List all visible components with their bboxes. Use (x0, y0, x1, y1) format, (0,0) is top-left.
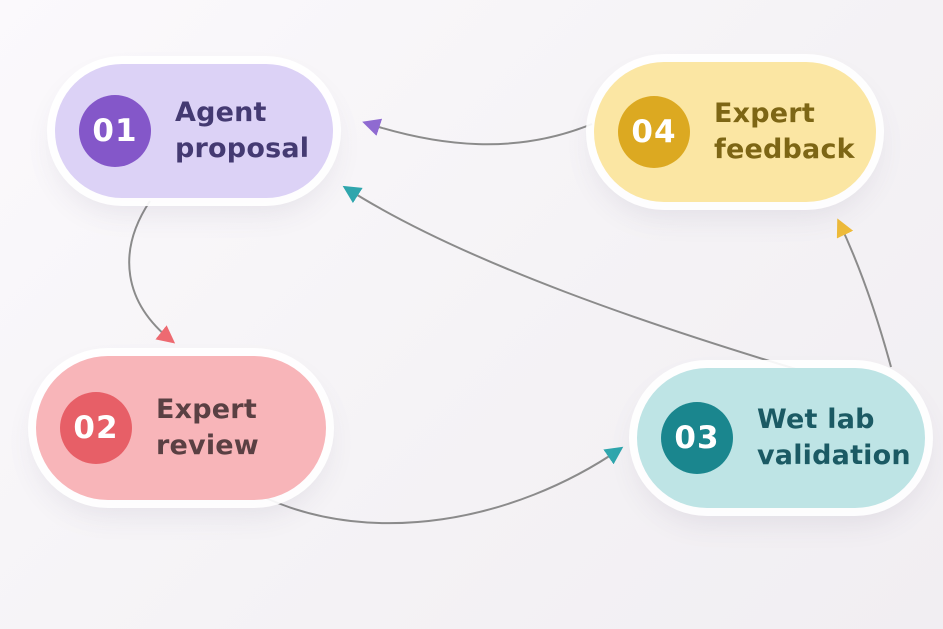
step-number-badge: 04 (618, 96, 690, 168)
node-wet-lab-validation: 03 Wet lab validation (637, 368, 925, 508)
edge-02-to-03 (265, 446, 624, 525)
step-number-badge: 03 (661, 402, 733, 474)
node-expert-review: 02 Expert review (36, 356, 326, 500)
step-number-badge: 02 (60, 392, 132, 464)
edge-01-to-02 (128, 200, 176, 344)
edge-04-to-01 (362, 118, 593, 146)
node-label: Agent proposal (175, 97, 310, 164)
node-label: Wet lab validation (757, 404, 911, 471)
step-number-badge: 01 (79, 95, 151, 167)
node-agent-proposal: 01 Agent proposal (55, 64, 333, 198)
node-label: Expert review (156, 394, 259, 461)
edge-03-to-01 (342, 185, 837, 382)
node-label: Expert feedback (714, 98, 855, 165)
edge-03-to-04 (836, 218, 892, 368)
node-expert-feedback: 04 Expert feedback (594, 62, 876, 202)
